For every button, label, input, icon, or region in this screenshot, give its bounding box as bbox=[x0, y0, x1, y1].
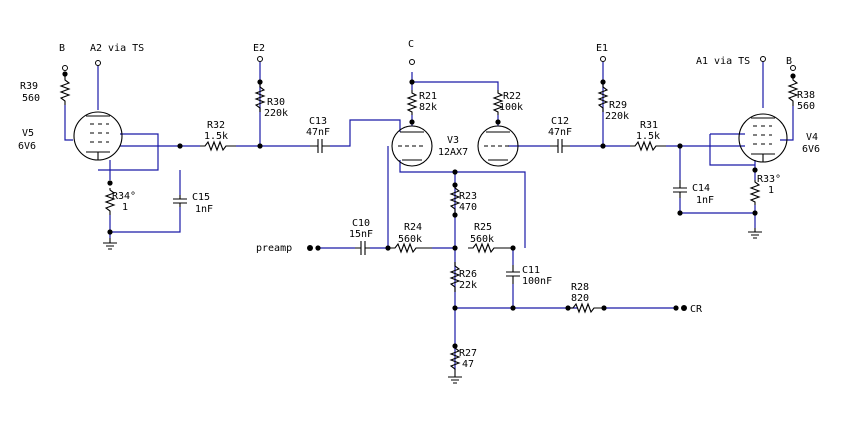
r28-value: 820 bbox=[571, 293, 589, 304]
label-c: C bbox=[408, 39, 414, 50]
r24-value: 560k bbox=[398, 234, 422, 245]
r38-name: R38 bbox=[797, 90, 815, 101]
label-b-left: B bbox=[59, 43, 65, 54]
tube-v5 bbox=[73, 111, 123, 161]
r22-value: 100k bbox=[499, 102, 523, 113]
r34-value: 1 bbox=[122, 202, 128, 213]
resistor-r34 bbox=[104, 188, 116, 215]
r39-name: R39 bbox=[20, 81, 38, 92]
label-e2: E2 bbox=[253, 43, 265, 54]
r39-value: 560 bbox=[22, 93, 40, 104]
r29-name: R29 bbox=[609, 100, 627, 111]
c11-name: C11 bbox=[522, 265, 540, 276]
r25-value: 560k bbox=[470, 234, 494, 245]
r30-value: 220k bbox=[264, 108, 288, 119]
c14-name: C14 bbox=[692, 183, 710, 194]
v3-name: V3 bbox=[447, 135, 459, 146]
ground-symbol bbox=[103, 228, 762, 384]
c12-name: C12 bbox=[551, 116, 569, 127]
v5-name: V5 bbox=[22, 128, 34, 139]
resistor-r39 bbox=[59, 75, 71, 105]
tube-v3-right bbox=[477, 125, 519, 167]
tube-v4 bbox=[738, 113, 788, 163]
wires bbox=[64, 62, 794, 370]
r38-value: 560 bbox=[797, 101, 815, 112]
resistor-r24 bbox=[388, 242, 432, 254]
label-e1: E1 bbox=[596, 43, 608, 54]
tube-v3-left bbox=[391, 125, 433, 167]
r27-value: 47 bbox=[462, 359, 474, 370]
junction-dots bbox=[62, 71, 796, 349]
r33-name: R33° bbox=[757, 174, 781, 185]
r31-value: 1.5k bbox=[636, 131, 660, 142]
r27-name: R27 bbox=[459, 348, 477, 359]
v3-type: 12AX7 bbox=[438, 147, 468, 158]
c13-name: C13 bbox=[309, 116, 327, 127]
r26-value: 22k bbox=[459, 280, 477, 291]
c13-value: 47nF bbox=[306, 127, 330, 138]
resistor-r23 bbox=[449, 185, 461, 215]
r21-name: R21 bbox=[419, 91, 437, 102]
labels: B A2 via TS E2 C E1 A1 via TS B R39 560 … bbox=[18, 39, 820, 370]
c10-name: C10 bbox=[352, 218, 370, 229]
label-cr: CR bbox=[690, 304, 703, 315]
c11-value: 100nF bbox=[522, 276, 552, 287]
resistor-r33 bbox=[749, 180, 761, 205]
r33-value: 1 bbox=[768, 185, 774, 196]
r24-name: R24 bbox=[404, 222, 422, 233]
r34-name: R34° bbox=[112, 191, 136, 202]
capacitor-c10 bbox=[355, 241, 370, 255]
r28-name: R28 bbox=[571, 282, 589, 293]
c14-value: 1nF bbox=[696, 195, 714, 206]
label-preamp: preamp bbox=[256, 243, 292, 254]
capacitor-c11 bbox=[506, 265, 520, 284]
resistor-r31 bbox=[630, 140, 666, 152]
capacitor-c12 bbox=[550, 139, 570, 153]
r26-name: R26 bbox=[459, 269, 477, 280]
resistor-r25 bbox=[468, 242, 513, 254]
c12-value: 47nF bbox=[548, 127, 572, 138]
resistor-r21 bbox=[406, 90, 418, 115]
resistor-r38 bbox=[787, 76, 799, 106]
resistor-r30 bbox=[254, 82, 266, 112]
r31-name: R31 bbox=[640, 120, 658, 131]
terminals bbox=[62, 56, 796, 311]
capacitor-c14 bbox=[673, 180, 687, 198]
resistor-r22 bbox=[492, 90, 504, 115]
v5-type: 6V6 bbox=[18, 141, 36, 152]
label-b-right: B bbox=[786, 56, 792, 67]
r30-name: R30 bbox=[267, 97, 285, 108]
v4-type: 6V6 bbox=[802, 144, 820, 155]
label-a1: A1 via TS bbox=[696, 56, 750, 67]
capacitor-c15 bbox=[173, 195, 187, 207]
r32-value: 1.5k bbox=[204, 131, 228, 142]
c15-name: C15 bbox=[192, 192, 210, 203]
r32-name: R32 bbox=[207, 120, 225, 131]
r23-name: R23 bbox=[459, 191, 477, 202]
r22-name: R22 bbox=[503, 91, 521, 102]
r21-value: 82k bbox=[419, 102, 437, 113]
label-a2: A2 via TS bbox=[90, 43, 144, 54]
c10-value: 15nF bbox=[349, 229, 373, 240]
r23-value: 470 bbox=[459, 202, 477, 213]
resistor-r28 bbox=[568, 302, 604, 314]
c15-value: 1nF bbox=[195, 204, 213, 215]
resistor-r32 bbox=[200, 140, 236, 152]
r29-value: 220k bbox=[605, 111, 629, 122]
resistor-r27 bbox=[449, 346, 461, 372]
resistor-r26 bbox=[449, 262, 461, 292]
capacitor-c13 bbox=[310, 139, 330, 153]
v4-name: V4 bbox=[806, 132, 818, 143]
r25-name: R25 bbox=[474, 222, 492, 233]
resistor-r29 bbox=[597, 82, 609, 112]
